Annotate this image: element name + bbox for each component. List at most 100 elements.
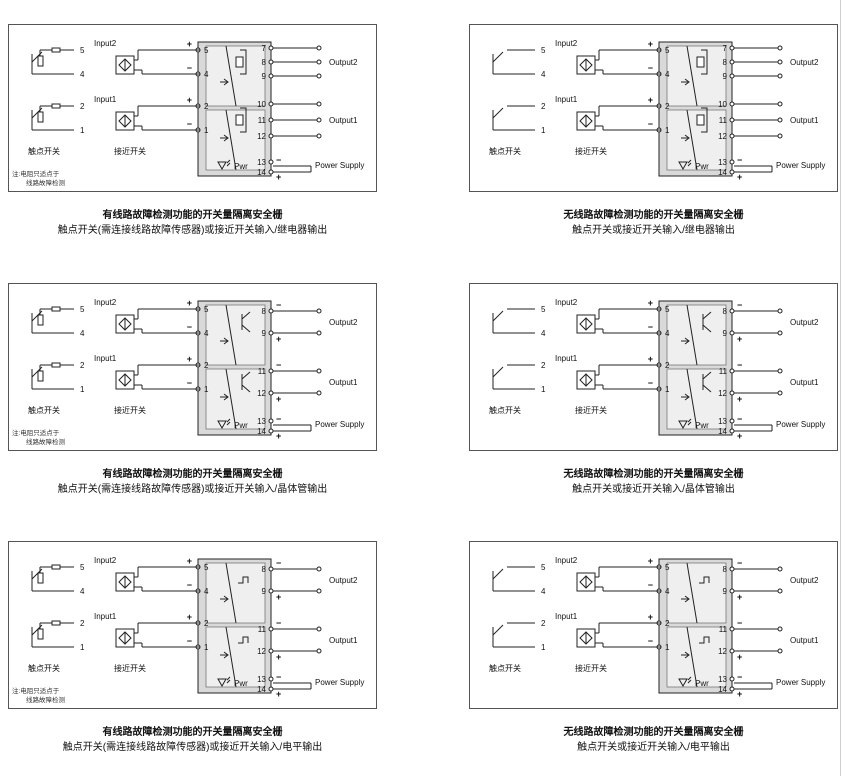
isolation-barrier xyxy=(686,368,698,430)
output-terminal xyxy=(729,588,735,594)
polarity-sign: + xyxy=(187,354,192,364)
switch-pin-label: 2 xyxy=(80,619,85,628)
relay-contact-symbol xyxy=(240,107,247,133)
power-led-icon xyxy=(678,678,688,688)
output-pin-number: 11 xyxy=(719,367,728,376)
power-terminal xyxy=(268,686,274,692)
transistor-symbol xyxy=(241,371,251,393)
transistor-symbol xyxy=(702,371,712,393)
output-pin-number: 7 xyxy=(723,44,728,53)
output-terminal xyxy=(268,588,274,594)
polarity-sign: − xyxy=(187,63,192,73)
switch-pin-label: 2 xyxy=(80,361,85,370)
power-led-icon xyxy=(217,678,227,688)
polarity-sign: + xyxy=(276,652,281,662)
caption-subtitle: 触点开关或接近开关输入/继电器输出 xyxy=(572,225,735,236)
polarity-sign: − xyxy=(737,360,742,370)
contact-switch-label: 触点开关 xyxy=(28,146,60,156)
power-pin-number: 14 xyxy=(257,685,266,694)
resistor-symbol xyxy=(37,55,44,67)
power-supply-label: Power Supply xyxy=(776,420,825,429)
switch-pin-label: 4 xyxy=(541,70,546,79)
input-pin-number: 2 xyxy=(665,102,670,111)
output2-label: Output2 xyxy=(329,576,358,585)
output-terminal xyxy=(729,626,735,632)
output-end-terminal xyxy=(316,45,322,51)
caption-5: 有线路故障检测功能的开关量隔离安全栅 触点开关(需连接线路故障传感器)或接近开关… xyxy=(8,725,377,755)
input1-label: Input1 xyxy=(555,95,578,104)
output1-label: Output1 xyxy=(329,116,358,125)
pwr-label: Pwr xyxy=(234,421,248,430)
polarity-sign: − xyxy=(648,119,653,129)
page-edge-line xyxy=(840,0,841,776)
output-end-terminal xyxy=(777,101,783,107)
proximity-switch-label: 接近开关 xyxy=(575,405,607,415)
resistor-symbol xyxy=(37,370,44,382)
isolation-barrier xyxy=(225,562,237,624)
output-terminal xyxy=(729,330,735,336)
power-pin-number: 13 xyxy=(718,417,727,426)
input2-label: Input2 xyxy=(555,39,578,48)
power-pin-number: 13 xyxy=(718,158,727,167)
power-terminal xyxy=(268,418,274,424)
switch-contact-symbol xyxy=(492,568,504,580)
output-end-terminal xyxy=(316,73,322,79)
output-pin-number: 8 xyxy=(262,307,267,316)
output-end-terminal xyxy=(316,133,322,139)
proximity-sensor-symbol xyxy=(118,373,132,387)
polarity-sign: − xyxy=(187,636,192,646)
relay-contact-symbol xyxy=(701,49,708,75)
output-pin-number: 8 xyxy=(723,307,728,316)
power-led-icon xyxy=(678,420,688,430)
output-pin-number: 12 xyxy=(257,389,266,398)
optocoupler-arrow xyxy=(681,78,690,86)
polarity-sign: + xyxy=(187,298,192,308)
polarity-sign: − xyxy=(737,558,742,568)
input2-label: Input2 xyxy=(94,298,117,307)
output-terminal xyxy=(729,368,735,374)
power-led-icon xyxy=(226,676,231,684)
polarity-sign: − xyxy=(276,558,281,568)
caption-title: 有线路故障检测功能的开关量隔离安全栅 xyxy=(102,469,283,480)
output-terminal xyxy=(268,390,274,396)
isolation-barrier xyxy=(686,109,698,171)
switch-contact-symbol xyxy=(492,624,504,636)
proximity-sensor-symbol xyxy=(118,575,132,589)
polarity-sign: + xyxy=(737,652,742,662)
input-pin-number: 2 xyxy=(204,361,209,370)
caption-title: 有线路故障检测功能的开关量隔离安全栅 xyxy=(102,727,283,738)
power-supply-label: Power Supply xyxy=(315,678,364,687)
output-terminal xyxy=(729,390,735,396)
input-pin-number: 1 xyxy=(204,385,209,394)
switch-pin-label: 4 xyxy=(80,329,85,338)
caption-subtitle: 触点开关(需连接线路故障传感器)或接近开关输入/电平输出 xyxy=(62,742,323,753)
switch-pin-label: 4 xyxy=(80,70,85,79)
output-end-terminal xyxy=(316,330,322,336)
power-terminal xyxy=(268,159,274,165)
channel1-block xyxy=(666,626,727,688)
switch-contact-symbol xyxy=(31,366,43,378)
input2-label: Input2 xyxy=(555,298,578,307)
input-pin-number: 4 xyxy=(204,329,209,338)
input-pin-number: 2 xyxy=(204,619,209,628)
output-pin-number: 9 xyxy=(262,72,267,81)
wiring-diagram: 5+4−2+1−Input2Input15421触点开关接近开关8−9+11−1… xyxy=(489,298,825,441)
channel2-block xyxy=(666,304,727,366)
proximity-sensor-symbol xyxy=(118,631,132,645)
optocoupler-arrow xyxy=(220,393,229,401)
input2-label: Input2 xyxy=(94,556,117,565)
optocoupler-arrow xyxy=(220,595,229,603)
input-pin-number: 1 xyxy=(665,643,670,652)
output-pin-number: 9 xyxy=(723,72,728,81)
optocoupler-arrow xyxy=(220,651,229,659)
input-pin-number: 5 xyxy=(204,305,209,314)
input-pin-number: 1 xyxy=(665,385,670,394)
input-pin-number: 2 xyxy=(665,361,670,370)
power-pin-number: 13 xyxy=(718,675,727,684)
relay-coil-symbol xyxy=(235,56,244,68)
output-terminal xyxy=(268,330,274,336)
input-pin-number: 4 xyxy=(665,329,670,338)
power-supply-label: Power Supply xyxy=(776,161,825,170)
output-pin-number: 11 xyxy=(719,116,728,125)
output2-label: Output2 xyxy=(790,318,819,327)
